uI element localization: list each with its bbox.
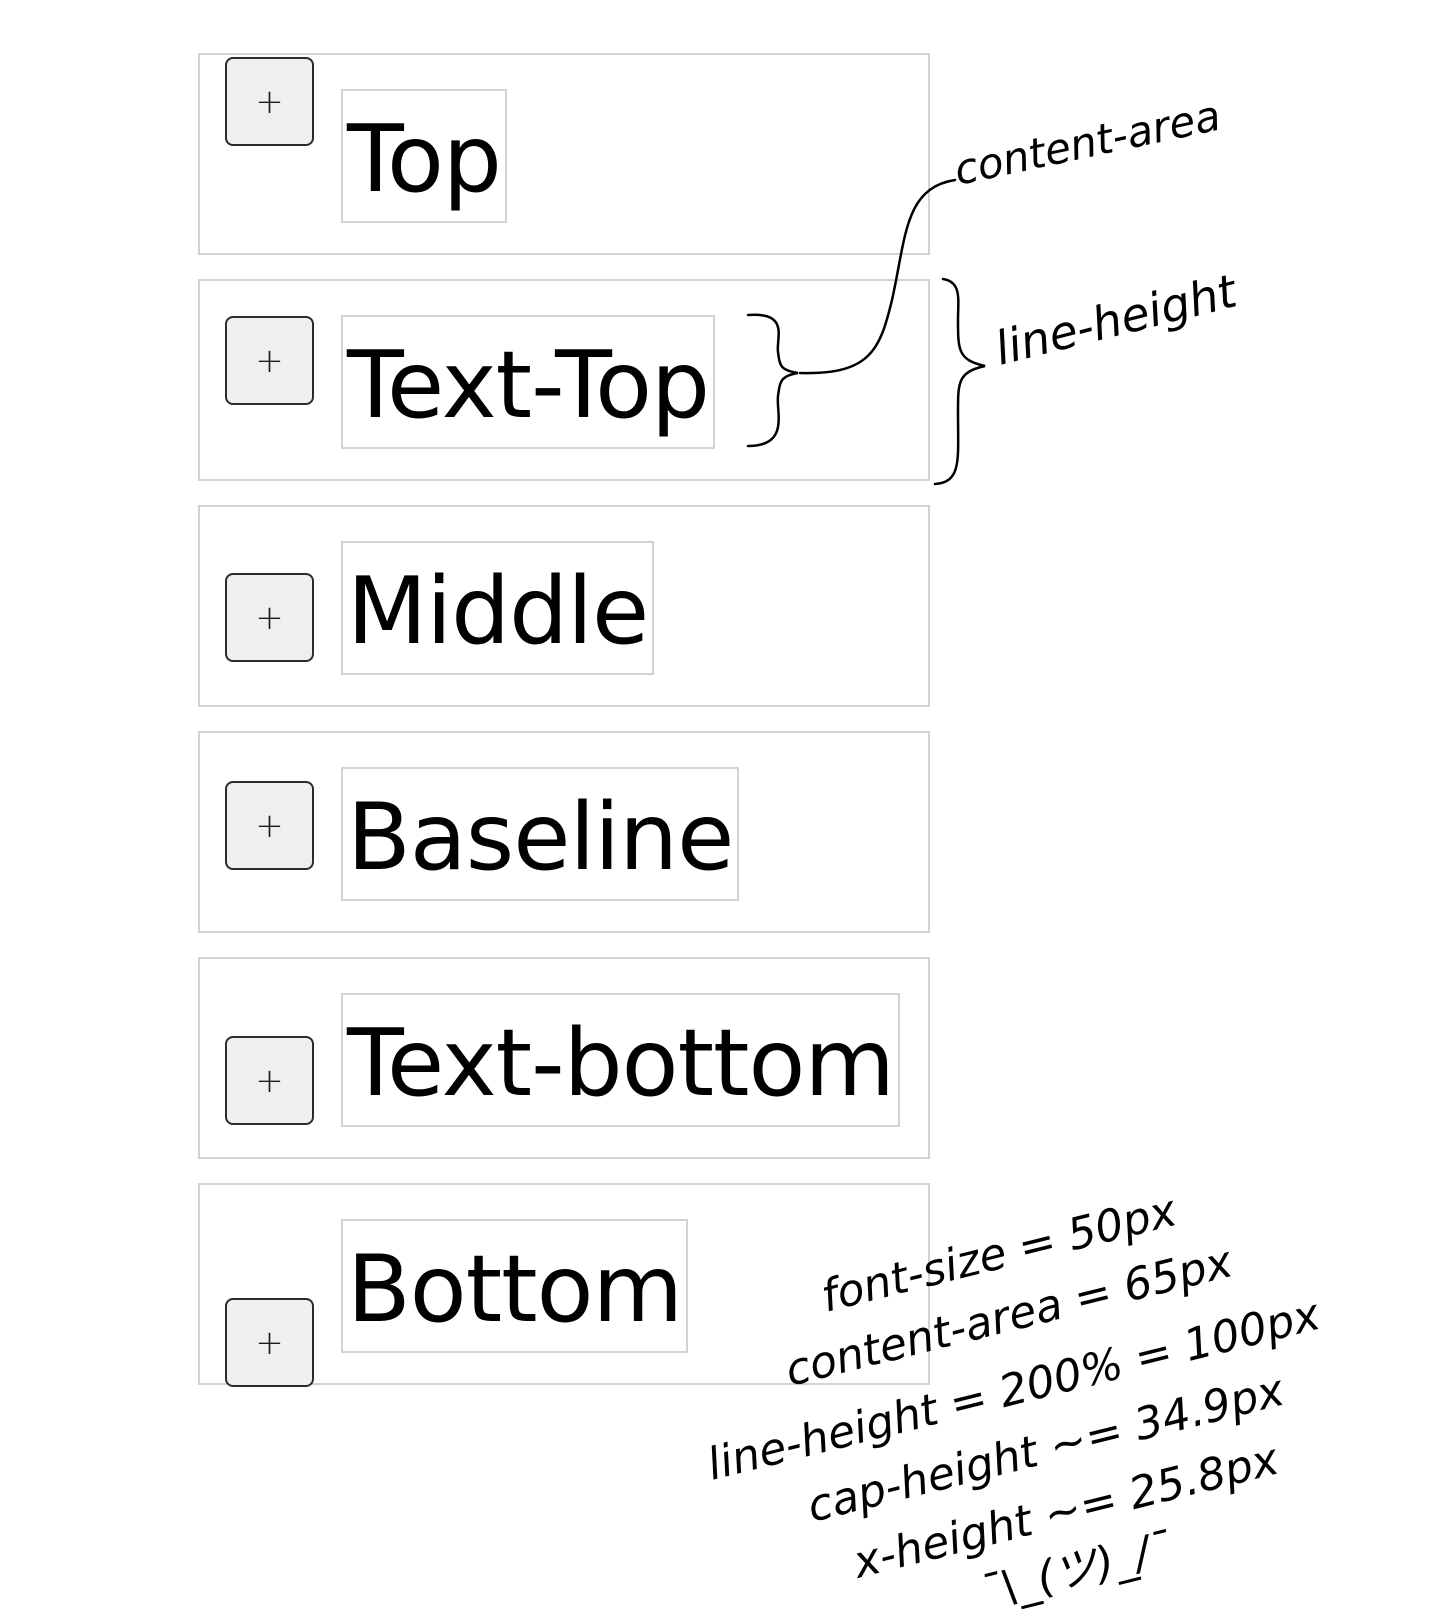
plus-icon: + [255, 1322, 284, 1363]
add-button-baseline[interactable]: + [225, 781, 314, 870]
demo-label-baseline: Baseline [347, 782, 734, 891]
demo-label-bottom: Bottom [347, 1234, 683, 1343]
note-shrug: ¯\_(ツ)_/¯ [974, 1522, 1177, 1619]
content-area-label: content-area [950, 91, 1225, 195]
note-cap-height: cap-height ~= 34.9px [802, 1365, 1290, 1533]
demo-row-text-top: + Text-Top [198, 279, 930, 481]
plus-icon: + [255, 805, 284, 846]
plus-icon: + [255, 340, 284, 381]
add-button-text-bottom[interactable]: + [225, 1036, 314, 1125]
demo-row-text-bottom: + Text-bottom [198, 957, 930, 1159]
note-x-height: x-height ~= 25.8px [846, 1434, 1284, 1590]
add-button-bottom[interactable]: + [225, 1298, 314, 1387]
plus-icon: + [255, 1060, 284, 1101]
add-button-text-top[interactable]: + [225, 316, 314, 405]
add-button-middle[interactable]: + [225, 573, 314, 662]
demo-label-middle: Middle [347, 556, 649, 665]
demo-label-top: Top [347, 104, 502, 213]
demo-row-top: + Top [198, 53, 930, 255]
content-area-box-text-bottom: Text-bottom [341, 993, 900, 1127]
content-area-box-text-top: Text-Top [341, 315, 716, 449]
content-area-box-bottom: Bottom [341, 1219, 689, 1353]
demo-label-text-top: Text-Top [347, 330, 710, 439]
add-button-top[interactable]: + [225, 57, 314, 146]
demo-row-middle: + Middle [198, 505, 930, 707]
content-area-box-baseline: Baseline [341, 767, 740, 901]
plus-icon: + [255, 81, 284, 122]
content-area-box-middle: Middle [341, 541, 655, 675]
line-height-label: line-height [990, 263, 1244, 375]
demo-label-text-bottom: Text-bottom [347, 1008, 895, 1117]
demo-row-baseline: + Baseline [198, 731, 930, 933]
content-area-box-top: Top [341, 89, 507, 223]
plus-icon: + [255, 597, 284, 638]
line-height-brace [933, 277, 986, 486]
demo-row-bottom: + Bottom [198, 1183, 930, 1387]
